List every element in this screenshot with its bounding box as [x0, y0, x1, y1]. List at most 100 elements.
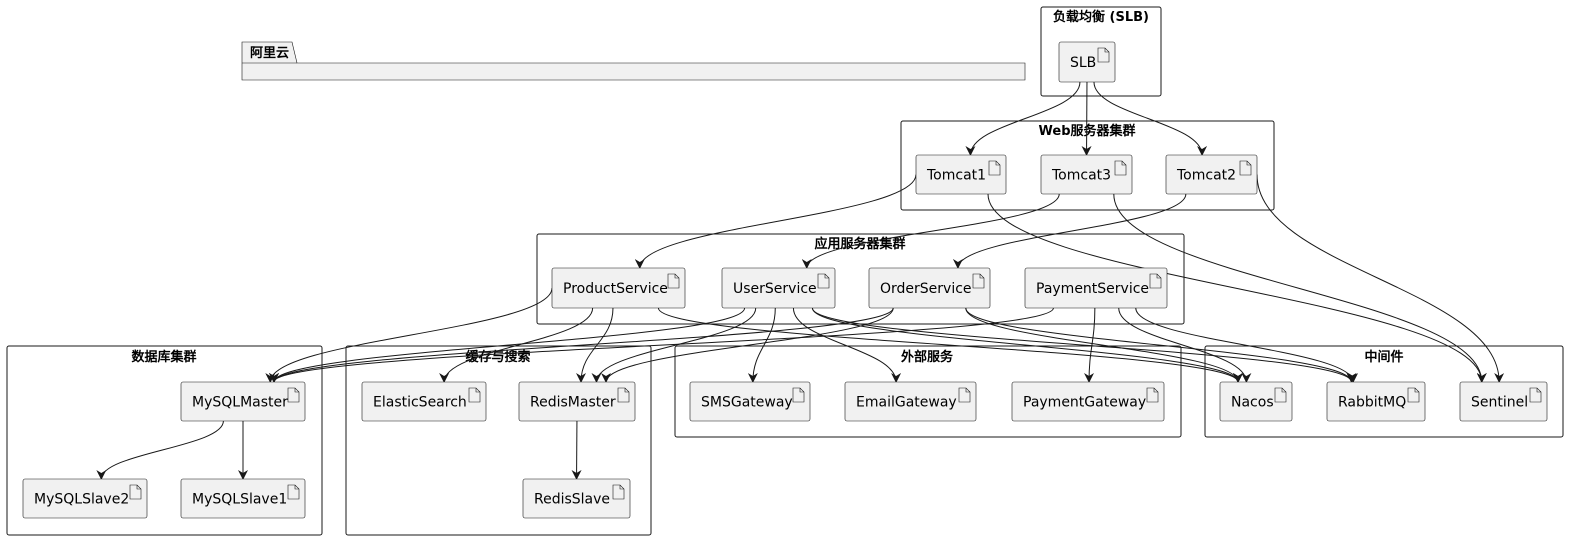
node-label: SLB: [1070, 55, 1096, 71]
node-paygw: PaymentGateway: [1011, 381, 1165, 422]
node-label: Tomcat1: [926, 168, 986, 184]
artifact-icon: [1407, 387, 1420, 403]
artifact-icon: [1097, 47, 1110, 63]
edge-payment-to-paygw: [1084, 307, 1096, 383]
frame-title-external: 外部服务: [900, 349, 954, 365]
edge-tomcat2-to-order: [952, 193, 1187, 269]
node-mysql-master: MySQLMaster: [180, 381, 306, 422]
node-label: EmailGateway: [856, 395, 957, 411]
artifact-icon: [667, 273, 680, 289]
node-email: EmailGateway: [844, 381, 977, 422]
artifact-icon: [1149, 273, 1162, 289]
node-label: Nacos: [1231, 395, 1274, 411]
edge-slb-to-tomcat2: [1093, 81, 1208, 156]
artifact-icon: [612, 484, 625, 500]
node-slb: SLB: [1058, 41, 1116, 83]
edge-tomcat2-to-sentinel: [1256, 174, 1505, 383]
node-label: RedisSlave: [534, 492, 610, 508]
node-elastic: ElasticSearch: [361, 381, 487, 422]
edge-tomcat1-to-product: [634, 174, 917, 269]
edge-tomcat1-to-sentinel: [987, 193, 1487, 383]
node-user: UserService: [721, 267, 836, 309]
node-mysql-slave1: MySQLSlave1: [180, 478, 306, 519]
edge-product-to-redis-master: [576, 307, 614, 383]
node-rabbitmq: RabbitMQ: [1326, 381, 1426, 422]
frame-title-slb: 负载均衡 (SLB): [1053, 9, 1149, 25]
node-sentinel: Sentinel: [1459, 381, 1548, 422]
node-product: ProductService: [551, 267, 686, 309]
artifact-icon: [129, 484, 142, 500]
edge-order-to-nacos: [965, 307, 1243, 383]
edge-tomcat3-to-sentinel: [1113, 193, 1487, 383]
frame-db: 数据库集群: [6, 345, 323, 536]
node-tomcat2: Tomcat2: [1165, 154, 1258, 195]
artifact-icon: [988, 160, 1001, 176]
edge-user-to-email: [792, 307, 902, 383]
package-aliyun: 阿里云: [241, 41, 1026, 81]
package-title-aliyun: 阿里云: [250, 46, 289, 61]
node-label: RabbitMQ: [1338, 395, 1406, 411]
node-redis-master: RedisMaster: [518, 381, 636, 422]
edge-product-to-elastic: [439, 307, 594, 383]
node-label: MySQLSlave1: [192, 492, 287, 508]
node-nacos: Nacos: [1219, 381, 1293, 422]
artifact-icon: [817, 273, 830, 289]
edge-user-to-nacos: [811, 307, 1243, 383]
node-tomcat3: Tomcat3: [1040, 154, 1133, 195]
node-label: RedisMaster: [530, 395, 616, 411]
edge-payment-to-rabbitmq: [1135, 307, 1359, 383]
node-label: MySQLSlave2: [34, 492, 129, 508]
node-label: SMSGateway: [701, 395, 793, 411]
node-redis-slave: RedisSlave: [522, 478, 631, 519]
artifact-icon: [287, 484, 300, 500]
edge-slb-to-tomcat1: [965, 81, 1081, 156]
node-sms: SMSGateway: [689, 381, 811, 422]
frame-title-middleware: 中间件: [1364, 349, 1403, 365]
node-label: OrderService: [880, 281, 972, 297]
node-label: PaymentService: [1036, 281, 1149, 297]
node-mysql-slave2: MySQLSlave2: [22, 478, 148, 519]
edge-mysql-master-to-mysql-slave2: [96, 420, 224, 480]
edge-tomcat3-to-user: [801, 193, 1060, 269]
edge-order-to-rabbitmq: [965, 307, 1357, 383]
node-label: UserService: [733, 281, 817, 297]
edge-product-to-mysql-master: [265, 287, 553, 383]
frame-title-db: 数据库集群: [131, 349, 196, 365]
edge-order-to-mysql-master: [269, 307, 894, 383]
artifact-icon: [468, 387, 481, 403]
node-label: Sentinel: [1471, 395, 1528, 411]
artifact-icon: [958, 387, 971, 403]
artifact-icon: [1274, 387, 1287, 403]
node-label: ProductService: [563, 281, 668, 297]
node-label: Tomcat3: [1051, 168, 1111, 184]
node-label: Tomcat2: [1176, 168, 1236, 184]
node-label: ElasticSearch: [373, 395, 467, 411]
node-label: MySQLMaster: [192, 395, 288, 411]
frame-title-cache: 缓存与搜索: [465, 349, 530, 365]
edge-user-to-rabbitmq: [811, 307, 1357, 383]
node-payment: PaymentService: [1024, 267, 1168, 309]
artifact-icon: [1529, 387, 1542, 403]
artifact-icon: [972, 273, 985, 289]
artifact-icon: [1239, 160, 1252, 176]
frame-middleware: 中间件: [1204, 345, 1564, 438]
edge-payment-to-mysql-master: [269, 307, 1054, 383]
artifact-icon: [792, 387, 805, 403]
artifact-icon: [287, 387, 300, 403]
edge-user-to-mysql-master: [269, 307, 746, 383]
artifact-icon: [617, 387, 630, 403]
node-order: OrderService: [868, 267, 991, 309]
edge-user-to-sms: [747, 307, 776, 383]
artifact-icon: [1146, 387, 1159, 403]
edge-user-to-redis-master: [591, 307, 757, 383]
node-label: PaymentGateway: [1023, 395, 1146, 411]
frame-external: 外部服务: [674, 345, 1182, 438]
node-tomcat1: Tomcat1: [915, 154, 1007, 195]
edges: [96, 81, 1505, 480]
edge-product-to-nacos: [657, 307, 1243, 383]
edge-order-to-redis-master: [601, 307, 894, 383]
artifact-icon: [1114, 160, 1127, 176]
edge-payment-to-nacos: [1118, 307, 1252, 383]
